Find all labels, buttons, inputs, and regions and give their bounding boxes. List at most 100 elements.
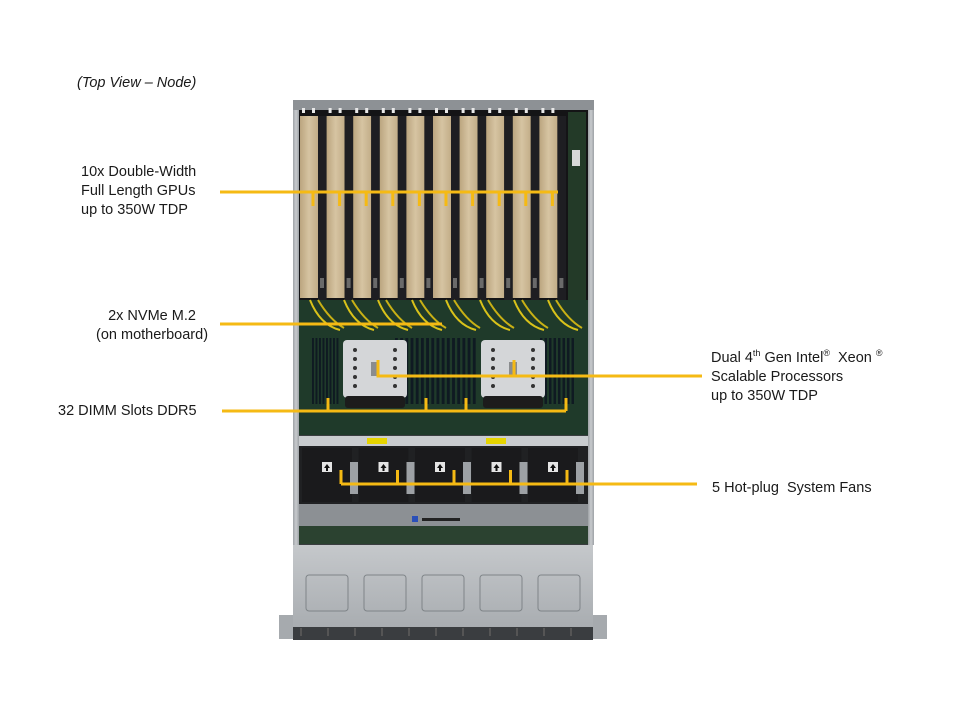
warning-label-2 <box>486 438 506 444</box>
fan-handle <box>519 462 528 494</box>
callout-label-dimm: 32 DIMM Slots DDR5 <box>58 403 197 419</box>
heatsink-screw <box>491 348 495 352</box>
dimm-slot <box>567 338 570 404</box>
system-fan <box>528 448 578 502</box>
heatsink-screw <box>353 384 357 388</box>
callout-label-gpus: 10x Double-Width Full Length GPUs up to … <box>81 163 196 220</box>
front-screw <box>327 628 329 636</box>
gpu-bracket <box>498 108 502 113</box>
callout-label-nvme: 2x NVMe M.2 (on motherboard) <box>96 307 208 345</box>
dimm-slot <box>333 338 335 404</box>
dimm-callout-ticks <box>326 398 568 411</box>
power-cables <box>309 299 583 331</box>
gpu-shroud <box>371 116 380 300</box>
gpu-card <box>486 116 505 298</box>
chassis-right-wall <box>588 100 594 545</box>
fan-handle <box>350 462 358 494</box>
front-screw <box>570 628 572 636</box>
power-cable <box>521 299 549 329</box>
gpu-shroud <box>424 116 433 300</box>
cpu-sup-reg1: ® <box>823 348 830 358</box>
front-tray <box>293 545 593 627</box>
warning-label-1 <box>367 438 387 444</box>
gpu-logo <box>320 278 324 288</box>
cpu-fan <box>345 396 405 408</box>
nvme-line-2: (on motherboard) <box>96 327 209 343</box>
gpu-cards <box>300 108 566 300</box>
heatsink-screw <box>393 366 397 370</box>
dimm-slot <box>562 338 565 404</box>
callout-lines <box>220 190 702 486</box>
gpu-shroud <box>557 116 566 300</box>
front-screw <box>543 628 545 636</box>
system-fans <box>302 448 584 502</box>
gpu-bracket <box>488 108 492 113</box>
fan-handle <box>463 462 471 494</box>
dimm-slot <box>326 338 328 404</box>
front-screw <box>381 628 383 636</box>
dimm-slot <box>329 338 332 404</box>
cpu-line-2: Scalable Processors <box>711 369 844 385</box>
tray-panel <box>479 574 523 612</box>
dimm-slot <box>319 338 321 404</box>
power-cable <box>547 299 579 331</box>
gpu-bracket <box>551 108 555 113</box>
gpu-shroud <box>451 116 460 300</box>
power-cable <box>479 299 511 331</box>
heatsink-screw <box>353 348 357 352</box>
airflow-arrow-icon <box>324 464 330 471</box>
heatsink-screw <box>393 357 397 361</box>
gpu-logo <box>373 278 378 288</box>
gpu-logo <box>532 278 537 288</box>
dimm-slot <box>441 338 445 404</box>
fan-callout-ticks <box>339 470 569 484</box>
heatsink-screw <box>491 384 495 388</box>
gpu-bracket <box>365 108 369 113</box>
heatsink-screw <box>531 348 535 352</box>
front-screw <box>408 628 410 636</box>
heatsink-screw <box>393 348 397 352</box>
power-cable <box>419 299 447 329</box>
gpu-card <box>459 116 478 298</box>
gpu-bracket <box>445 108 448 113</box>
front-screw <box>489 628 491 636</box>
gpu-shroud <box>477 116 487 300</box>
airflow-arrow-icon <box>493 464 500 471</box>
dimm-slot <box>436 338 440 404</box>
heatsink-screw <box>531 384 535 388</box>
gpu-shroud <box>504 116 513 300</box>
power-cable <box>445 299 477 331</box>
gpu-shroud <box>318 116 327 300</box>
gpu-bracket <box>302 108 305 113</box>
riser-connector <box>572 150 580 166</box>
gpu-bracket <box>408 108 412 113</box>
dimm-slot <box>558 338 561 404</box>
front-tray-panels <box>305 574 581 612</box>
power-cable <box>317 299 345 329</box>
latch-handle <box>422 518 460 521</box>
cpu-text-a: Dual 4 <box>711 350 753 366</box>
tray-panel <box>421 574 465 612</box>
tray-panel <box>537 574 581 612</box>
heatsink-screw <box>531 366 535 370</box>
dimm-slot <box>467 338 471 404</box>
power-cable <box>453 299 481 329</box>
gpu-logo <box>399 278 404 288</box>
heatsink-screw <box>353 357 357 361</box>
heatsink-screw <box>393 384 397 388</box>
fan-handle <box>576 462 584 494</box>
gpu-card <box>512 116 531 298</box>
airflow-arrow-icon <box>380 464 387 471</box>
cpu-sup-reg2: ® <box>875 348 883 358</box>
gpu-card <box>406 116 425 298</box>
gpu-card <box>433 116 451 298</box>
gpu-logo <box>453 278 457 288</box>
front-screw <box>462 628 464 636</box>
power-cable <box>377 299 409 331</box>
dimm-slot <box>426 338 429 404</box>
airflow-arrow-icon <box>550 464 556 471</box>
front-ear-right <box>593 615 607 639</box>
riser-board <box>568 112 586 300</box>
gpu-bracket <box>471 108 475 113</box>
cpu-text-b: Gen Intel <box>760 350 824 366</box>
